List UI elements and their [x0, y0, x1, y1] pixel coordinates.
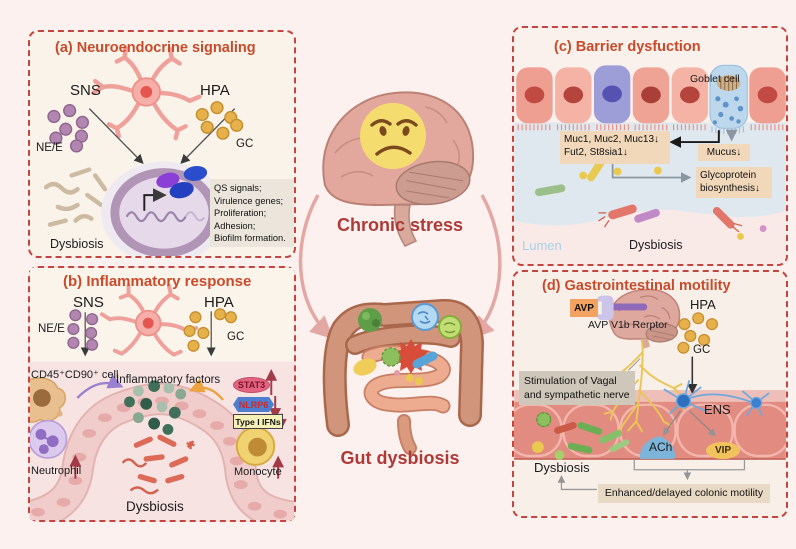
effect-line: Adhesion; [214, 220, 256, 231]
glycoprotein-box: Glycoprotein biosynthesis↓ [696, 167, 772, 198]
nee-label: NE/E [36, 142, 63, 154]
gc-dots [195, 101, 244, 140]
panel-b-illustration [30, 268, 294, 520]
cd45-cell-label: CD45⁺CD90⁺ cell [31, 369, 119, 381]
ens-label: ENS [704, 402, 731, 417]
gut-microbes [353, 303, 462, 385]
receptor-ovals [156, 165, 208, 199]
lumen-label: Lumen [522, 238, 562, 253]
nee-label: NE/E [38, 323, 65, 335]
ne-dots [67, 309, 99, 351]
gc-label: GC [236, 138, 254, 150]
muc-genes-box: Muc1, Muc2, Muc13↓ Fut2, St8sia1↓ [560, 131, 670, 164]
hpa-label: HPA [204, 294, 234, 311]
nlrp6-badge: NLRP6 [233, 397, 274, 412]
dysbiosis-label: Dysbiosis [50, 237, 104, 251]
neuron-icon [91, 45, 202, 141]
mucus-box: Mucus↓ [698, 144, 750, 161]
neutrophil-icon [30, 419, 68, 459]
effects-box: QS signals; Virulence genes; Proliferati… [210, 179, 294, 247]
gc-label: GC [227, 331, 245, 343]
avp-receptor-label: AVP V1b Rerptor [588, 319, 668, 331]
neutrophil-label: Neutrophil [31, 465, 82, 477]
neuron-icon [99, 283, 199, 357]
sns-label: SNS [73, 294, 104, 311]
effect-line: Virulence genes; [214, 195, 284, 206]
chronic-stress-label: Chronic stress [336, 215, 464, 235]
muc-line: Muc1, Muc2, Muc13↓ [564, 134, 660, 145]
glyco-line: Glycoprotein [700, 170, 757, 181]
panel-b-title: (b) Inflammatory response [63, 273, 252, 290]
type-i-ifns-badge: Type I IFNs [233, 414, 283, 429]
stimulation-box: Stimulation of Vagal and sympathetic ner… [519, 371, 635, 405]
bacterial-cell-icon [101, 161, 227, 256]
gc-label: GC [693, 344, 711, 356]
panel-a-title: (a) Neuroendocrine signaling [55, 40, 256, 56]
sns-label: SNS [70, 82, 101, 99]
dysbiosis-label: Dysbiosis [534, 460, 590, 475]
panel-b-inflammatory: (b) Inflammatory response SNS HPA NE/E G… [28, 266, 296, 522]
glyco-line: biosynthesis↓ [700, 183, 761, 194]
gut-icon [322, 299, 484, 455]
cytokine-dots [124, 380, 187, 435]
sad-face-icon [360, 103, 426, 169]
effect-line: Proliferation; [214, 208, 267, 218]
panel-a-neuroendocrine: (a) Neuroendocrine signaling SNS HPA NE/… [28, 30, 296, 258]
cd45-cell-icon [30, 377, 67, 425]
dysbiosis-bacteria [43, 167, 108, 227]
avp-box: AVP [570, 299, 598, 317]
panel-c-barrier: (c) Barrier dysfuction Goblet cell Muc1,… [512, 26, 788, 266]
effect-line: QS signals; [214, 183, 262, 193]
arch-bacteria [133, 434, 189, 484]
ach-label: ACh [649, 440, 673, 454]
goblet-cell-label: Goblet cell [690, 73, 740, 85]
stim-line: Stimulation of Vagal [524, 375, 617, 387]
muc-line: Fut2, St8sia1↓ [564, 147, 628, 158]
effect-line: Biofilm formation. [214, 233, 286, 243]
epithelial-cells [516, 65, 786, 124]
dysbiosis-bacteria [531, 412, 630, 460]
brush-border [517, 124, 784, 131]
vip-badge: VIP [706, 442, 740, 459]
center-illustration [298, 91, 502, 455]
motility-box: Enhanced/delayed colonic motility [598, 484, 770, 503]
panel-d-title: (d) Gastrointestinal motility [542, 278, 731, 294]
stat3-badge: STAT3 [233, 377, 270, 393]
avp-receptor-icon [592, 295, 648, 321]
inflammatory-factors-label: Inflammatory factors [116, 374, 221, 386]
gut-dysbiosis-label: Gut dysbiosis [340, 448, 460, 468]
hpa-label: HPA [200, 82, 230, 99]
stim-line: and sympathetic nerve [524, 389, 630, 402]
monocyte-label: Monocyte [234, 466, 282, 478]
hpa-label: HPA [690, 297, 716, 312]
panel-d-motility: (d) Gastrointestinal motility AVP AVP V1… [512, 270, 788, 518]
panel-c-title: (c) Barrier dysfuction [554, 39, 701, 55]
dysbiosis-label: Dysbiosis [629, 238, 683, 252]
monocyte-icon [235, 426, 276, 466]
dysbiosis-label: Dysbiosis [126, 499, 184, 514]
